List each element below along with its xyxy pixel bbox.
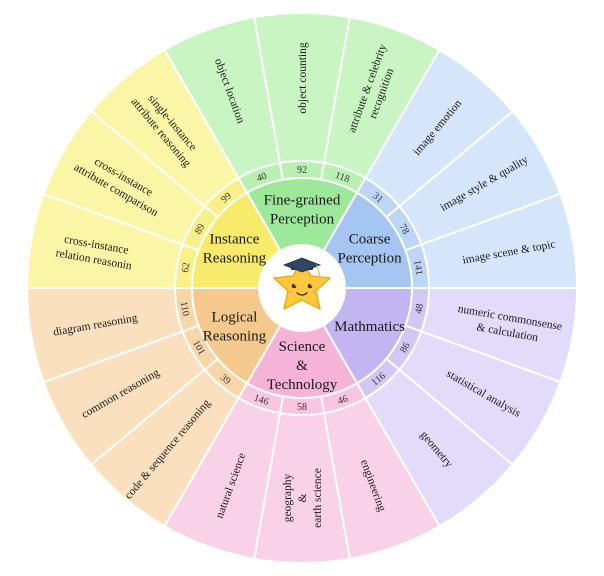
subcategory-label-geography-and-earth-science-line: earth science — [312, 468, 324, 528]
category-label-coarse-perception-line: Coarse — [349, 232, 391, 248]
count-label-engineering: 46 — [336, 393, 349, 407]
category-label-mathmatics-line: Mathmatics — [334, 319, 405, 335]
count-label-object-location: 40 — [255, 171, 268, 185]
subcategory-label-object-counting: object counting — [297, 42, 309, 113]
count-label-statistical-analysis: 86 — [398, 341, 413, 355]
graduation-cap-icon — [282, 257, 322, 280]
count-label-geography-and-earth-science: 58 — [297, 402, 307, 413]
center-emblem — [259, 245, 345, 331]
subcategory-label-geography-and-earth-science: geography&earth science — [282, 468, 324, 528]
category-label-logical-reasoning-line: Reasoning — [203, 329, 267, 345]
category-label-science-and-technology-line: Technology — [267, 377, 338, 393]
category-label-instance-reasoning-line: Instance — [209, 232, 259, 248]
category-label-fine-grained-perception-line: Perception — [270, 212, 335, 228]
category-label-science-and-technology-line: & — [296, 358, 308, 374]
count-label-attribute-and-celebrity-recognition: 118 — [333, 170, 351, 185]
subcategory-label-geography-and-earth-science-line: geography — [282, 473, 294, 522]
count-label-diagram-reasoning: 110 — [178, 301, 191, 317]
count-label-image-style-and-quality: 78 — [396, 222, 411, 236]
subcategory-label-geography-and-earth-science-line: & — [297, 493, 309, 502]
count-label-numeric-commonsense-and-calculation: 48 — [413, 303, 426, 315]
star-mascot-icon — [273, 257, 331, 310]
count-label-cross-instance-relation-reasoning: 62 — [180, 262, 193, 274]
count-label-object-counting: 92 — [297, 165, 307, 176]
count-label-cross-instance-attribute-comparison: 89 — [193, 222, 208, 236]
category-label-logical-reasoning-line: Logical — [212, 310, 258, 326]
count-label-image-scene-and-topic: 141 — [411, 259, 424, 276]
category-label-instance-reasoning-line: Reasoning — [203, 251, 267, 267]
count-label-natural-science: 146 — [252, 393, 270, 408]
category-label-coarse-perception-line: Perception — [337, 251, 402, 267]
category-label-science-and-technology: Science & Technology — [267, 339, 338, 393]
category-label-science-and-technology-line: Science — [279, 339, 326, 355]
category-label-mathmatics: Mathmatics — [334, 319, 405, 335]
subcategory-label-object-counting-line: object counting — [297, 42, 309, 113]
category-label-fine-grained-perception-line: Fine-grained — [264, 193, 341, 209]
